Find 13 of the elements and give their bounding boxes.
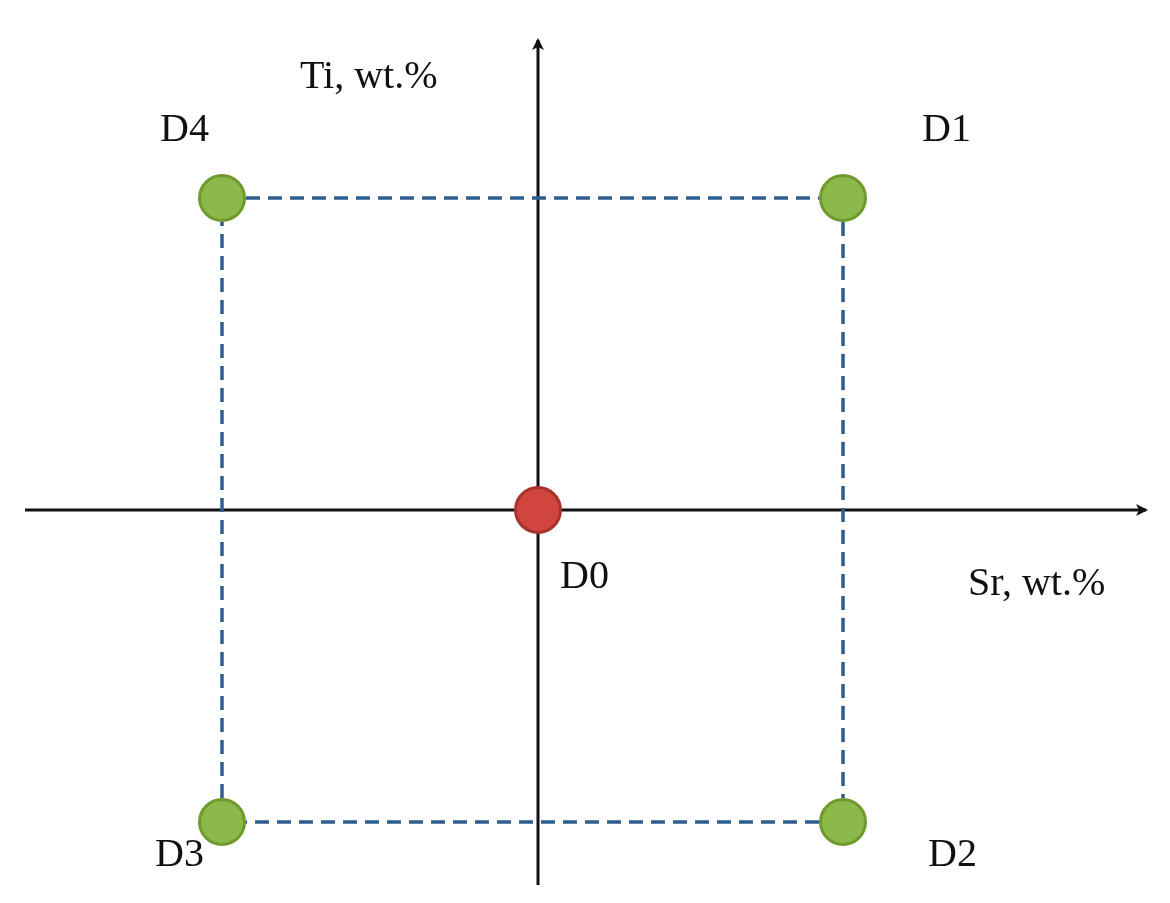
- dashed-line: [220, 222, 224, 798]
- point-marker: [819, 798, 867, 846]
- point-label: D4: [160, 108, 209, 148]
- point-label: D2: [928, 833, 977, 873]
- axis-label: Ti, wt.%: [300, 55, 438, 95]
- point-label: D3: [155, 833, 204, 873]
- point-marker: [198, 174, 246, 222]
- axis-label: Sr, wt.%: [968, 562, 1106, 602]
- point-marker: [819, 174, 867, 222]
- point-marker: [514, 486, 562, 534]
- point-label: D0: [560, 555, 609, 595]
- point-label: D1: [922, 108, 971, 148]
- dashed-line: [841, 222, 845, 798]
